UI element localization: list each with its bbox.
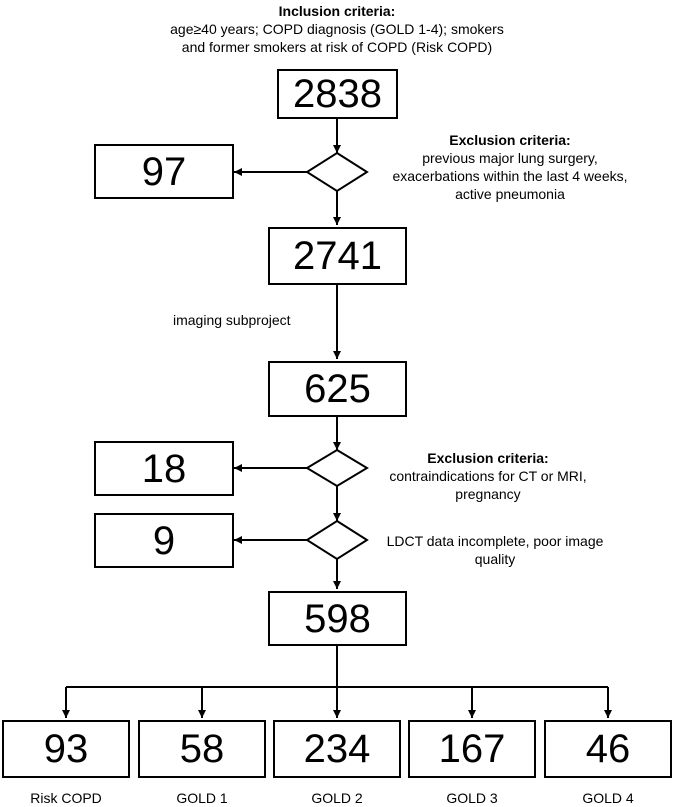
decision-diamond-2 [305, 448, 369, 488]
box-group-gold1: 58 [138, 720, 266, 778]
box-imaging: 625 [268, 361, 407, 417]
group-label-gold2: GOLD 2 [311, 790, 363, 806]
exclusion-1-line-2: exacerbations within the last 4 weeks, [392, 168, 628, 184]
exclusion-criteria-2: Exclusion criteria: contraindications fo… [368, 449, 608, 503]
inclusion-heading: Inclusion criteria: [278, 3, 396, 19]
box-group-risk-copd: 93 [2, 720, 130, 778]
exclusion-1-line-3: active pneumonia [455, 186, 565, 202]
exclusion-2-heading: Exclusion criteria: [427, 450, 549, 466]
exclusion-3-line-2: quality [474, 551, 516, 567]
box-group-gold2: 234 [273, 720, 401, 778]
decision-diamond-1 [305, 151, 369, 193]
exclusion-3-line-1: LDCT data incomplete, poor image [386, 533, 604, 549]
box-after-exclusion-1: 2741 [268, 227, 407, 285]
box-excluded-2: 18 [94, 441, 234, 496]
imaging-subproject-label: imaging subproject [173, 312, 291, 328]
box-enrolled: 2838 [277, 69, 398, 119]
box-group-gold3: 167 [408, 720, 536, 778]
group-label-gold3: GOLD 3 [446, 790, 498, 806]
exclusion-1-heading: Exclusion criteria: [449, 132, 571, 148]
group-label-risk-copd: Risk COPD [30, 790, 102, 806]
exclusion-criteria-1: Exclusion criteria: previous major lung … [365, 131, 655, 203]
exclusion-2-line-2: pregnancy [455, 486, 521, 502]
inclusion-line-2: and former smokers at risk of COPD (Risk… [181, 39, 493, 55]
exclusion-1-line-1: previous major lung surgery, [422, 150, 598, 166]
inclusion-criteria: Inclusion criteria: age≥40 years; COPD d… [117, 2, 557, 56]
box-excluded-1: 97 [94, 144, 234, 199]
group-label-gold1: GOLD 1 [176, 790, 228, 806]
group-label-gold4: GOLD 4 [582, 790, 634, 806]
exclusion-2-line-1: contraindications for CT or MRI, [389, 468, 587, 484]
inclusion-line-1: age≥40 years; COPD diagnosis (GOLD 1-4);… [170, 21, 504, 37]
box-final: 598 [268, 591, 407, 646]
box-excluded-3: 9 [94, 513, 234, 568]
exclusion-criteria-3: LDCT data incomplete, poor image quality [370, 532, 620, 568]
decision-diamond-3 [305, 519, 369, 561]
box-group-gold4: 46 [544, 720, 672, 778]
